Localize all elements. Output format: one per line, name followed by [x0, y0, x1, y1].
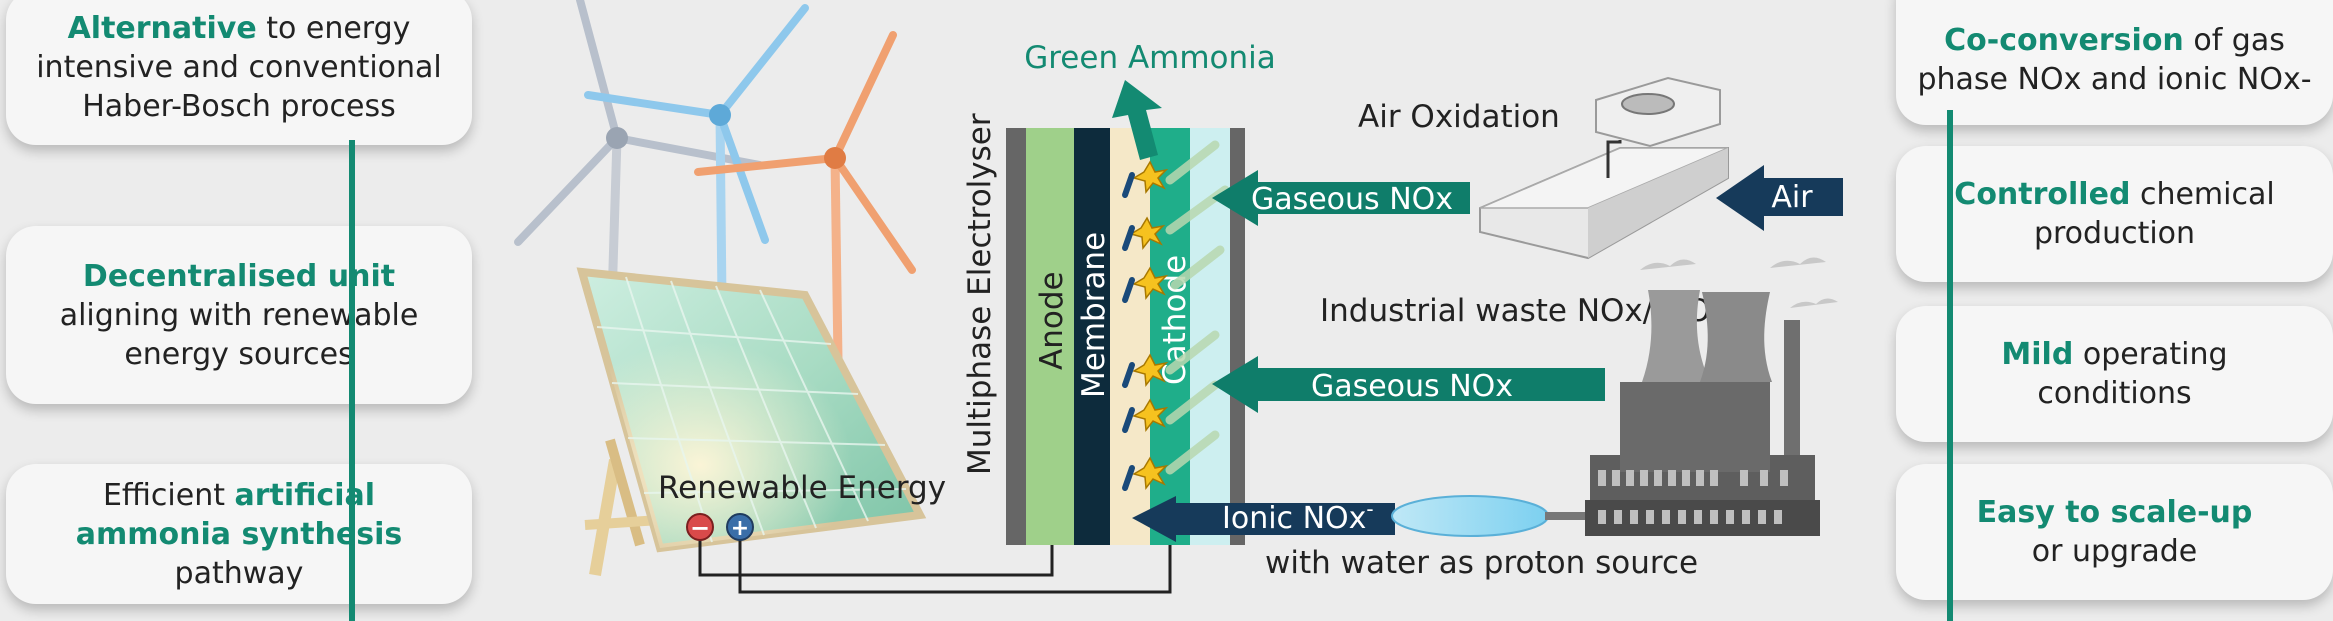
svg-text:+: +: [731, 516, 749, 541]
solar-panel-icon: [576, 267, 927, 577]
renewable-energy-label: Renewable Energy: [658, 470, 946, 506]
card-mild: Mild operating conditions: [1896, 306, 2333, 442]
gaseous-nox-top-arrow: [1212, 170, 1470, 226]
green-ammonia-label: Green Ammonia: [1024, 40, 1276, 76]
card-highlight: artificial ammonia synthesis: [75, 477, 403, 552]
gaseous-nox-top-label: Gaseous NOx: [1251, 182, 1453, 217]
gaseous-nox-mid-label: Gaseous NOx: [1311, 369, 1513, 404]
card-co-conversion: Co-conversion of gas phase NOx and ionic…: [1896, 0, 2333, 125]
air-arrow: [1716, 165, 1843, 231]
card-highlight: Co-conversion: [1944, 22, 2184, 58]
plus-terminal-icon: +: [726, 513, 754, 541]
card-text: of gas phase NOx and ionic NOx-: [1917, 22, 2312, 97]
anode-layer: [1026, 128, 1074, 545]
factory-icon: [1585, 257, 1838, 536]
wire-positive: [738, 528, 1172, 594]
card-text: pathway: [174, 555, 304, 591]
card-efficient: Efficient artificial ammonia synthesis p…: [6, 464, 472, 604]
card-alternative: Alternative to energy intensive and conv…: [6, 0, 472, 145]
ionic-nox-arrow: [1132, 496, 1395, 542]
card-highlight: Mild: [2001, 337, 2074, 372]
gaseous-nox-mid-arrow: [1212, 356, 1605, 413]
membrane-label: Membrane: [1076, 232, 1112, 398]
water-source-label: with water as proton source: [1265, 545, 1698, 581]
minus-terminal-icon: −: [686, 513, 714, 542]
catalyst-sparks: [1122, 140, 1230, 491]
card-text: to energy intensive and conventional Hab…: [36, 11, 442, 124]
card-highlight: Decentralised unit: [82, 258, 396, 294]
card-scale-up: Easy to scale-up or upgrade: [1896, 464, 2333, 600]
green-ammonia-arrow: [1112, 80, 1162, 160]
card-pre: Efficient: [102, 477, 235, 513]
wind-turbine-orange-icon: [694, 31, 916, 361]
card-text: operating conditions: [2037, 337, 2228, 411]
air-oxidation-label: Air Oxidation: [1358, 99, 1560, 135]
card-text: aligning with renewable energy sources: [59, 297, 419, 372]
membrane-layer: [1074, 128, 1110, 545]
wind-turbine-blue-icon: [584, 4, 809, 301]
water-pool-icon: [1391, 495, 1605, 537]
card-text: or upgrade: [2031, 534, 2198, 569]
card-decentralised: Decentralised unit aligning with renewab…: [6, 226, 472, 404]
ionic-nox-label: Ionic NOx-: [1222, 497, 1374, 536]
anode-label: Anode: [1034, 271, 1070, 370]
electrolyser-label: Multiphase Electrolyser: [962, 113, 998, 475]
card-highlight: Controlled: [1954, 177, 2131, 212]
card-controlled: Controlled chemical production: [1896, 146, 2333, 282]
card-highlight: Alternative: [67, 11, 257, 46]
air-oxidation-device-icon: [1479, 76, 1729, 260]
svg-text:−: −: [690, 514, 710, 542]
wire-negative: [698, 528, 1054, 577]
card-highlight: Easy to scale-up: [1976, 495, 2253, 530]
card-text: chemical production: [2033, 177, 2275, 251]
air-label: Air: [1771, 180, 1813, 215]
